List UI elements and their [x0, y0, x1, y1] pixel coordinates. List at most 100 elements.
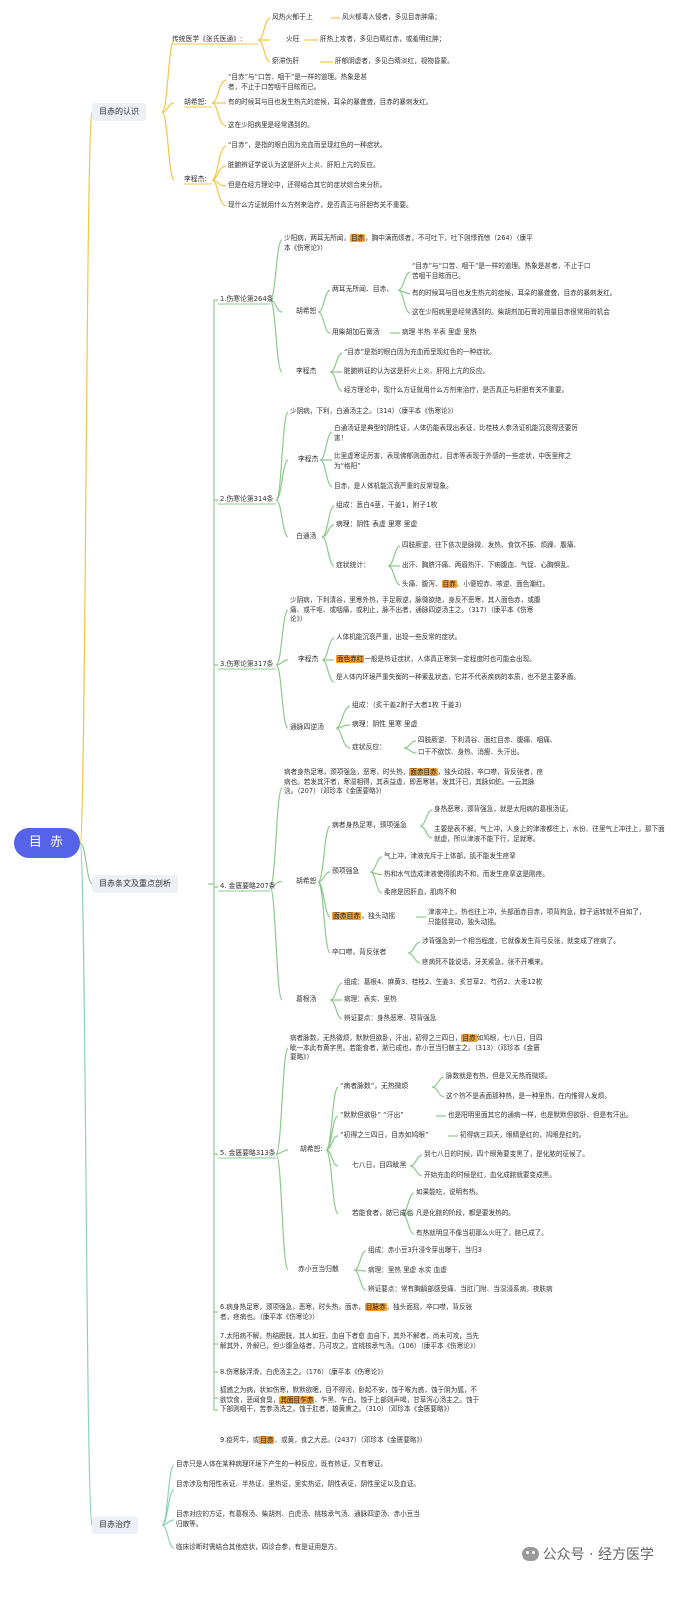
item-label: 七八日，目四眦黑 [352, 1161, 407, 1169]
item-text: 有的时候耳与目也发生热亢的症候，耳朵的暴聋聋，目赤的暴刺发红。 [228, 98, 433, 106]
highlight: 目赤 [259, 1436, 275, 1444]
item-label: “默默但欲卧” “汗出” [340, 1111, 404, 1119]
sub-label: 通脉四逆汤 [290, 723, 324, 731]
clause-paragraph: 6.病身热足寒，颈项强急，恶寒，时头热，面赤，目脉赤，独头面摇，卒口噤，背反张者… [220, 1303, 473, 1321]
detail: 四肢厥逆，往下依次是脉微、发热、食饮不振、烦躁、腹痛、 [402, 541, 581, 549]
item-text: “目赤”是指的眼白因为充血而呈现红色的一种症状。 [344, 348, 496, 356]
item-label: 病者身热足寒，颈项强急 [332, 821, 407, 829]
item-text: 经方理论中，现什么方证就用什么方剂来治疗，是否真正与肝胆有关不重要。 [344, 386, 569, 394]
detail: 凡是化脓的阶段，都是要发热的。 [416, 1209, 515, 1217]
sub-label: 赤小豆当归散 [298, 1265, 339, 1273]
item-label: 卒口噤，背反张者 [332, 948, 387, 956]
highlight: 面色赤红 [336, 655, 365, 663]
item-label: 病理：阴性 表虚 里寒 里虚 [336, 520, 418, 528]
item-text: 肝郁阴虚者，多见白睛淡红，视物昏蒙。 [335, 57, 454, 65]
detail: 如果能吃，说明有热。 [416, 1188, 482, 1196]
detail: 脉数就是有热，但是又无热而微烦。 [446, 1072, 552, 1080]
section-title[interactable]: 1.伤寒论第264条 [220, 295, 274, 303]
item-text: “目赤”，是指的眼白因为充血而呈现红色的一种症状。 [228, 141, 387, 149]
group-traditional: 传统医学《张氏医通》: [172, 35, 243, 43]
item-text: 组成：赤小豆3升浸令芽出曝干，当归3 [368, 1246, 482, 1254]
sub-label: 葛根汤 [296, 995, 317, 1003]
item-label: 症状统计： [336, 561, 370, 569]
detail: 涉背强急到一个相当程度，它就像发生背弓反张，就变成了痉病了。 [422, 937, 620, 945]
sub-label: 李程杰 [298, 655, 319, 663]
wechat-icon [521, 1547, 539, 1561]
highlight: 面赤目赤 [332, 912, 362, 920]
item-text: 病理：表实、里热 [344, 995, 397, 1003]
sub-label: 胡希恕 [296, 877, 317, 885]
item-label: 组成：（炙干姜2附子大者1枚 干姜3） [352, 701, 466, 709]
clause-quote: 病者脉数，无热微烦，默默但欲卧，汗出，初得之三四日，目赤如鸠眼，七八日，目四眦一… [290, 1034, 543, 1062]
item-label: “初得之三四日，目赤如鸠眼” [340, 1131, 429, 1139]
item-label: 火旺 [286, 35, 300, 43]
clause-paragraph: 7.太阳病不解，热结膀胱，其人如狂，血自下者愈 血自下，其外不解者，尚未可攻，当… [220, 1332, 480, 1350]
highlight: 目赤 [349, 234, 366, 242]
sub-label: 白通汤 [296, 532, 317, 540]
item-text: 风火郁毒入侵者，多见目赤肿痛； [342, 13, 441, 21]
detail: 这个热不是表面那种热，是一种里热，在内惟得人发烦。 [446, 1092, 611, 1100]
highlight: 其面目乍赤 [279, 1395, 315, 1404]
detail: 四肢厥逆、下利清谷、面红目赤、腹痛、咽痛、 [418, 736, 557, 744]
detail: 身热恶寒，颈背强急，就是太阳病的葛根汤证。 [434, 805, 573, 813]
item-text: 比里虚寒证厉害，表现佛郁则面赤红，目赤等表现于外感的一些症状，中医里称之为“格阳… [334, 452, 572, 470]
item-label: 风热火郁于上 [272, 13, 313, 21]
clause-paragraph: 狐惑之为病，状如伤寒，默默欲眠，目不得闭，卧起不安，蚀于喉为惑，蚀于阴为狐，不欲… [220, 1386, 480, 1414]
item-label: 用柴胡加石膏汤 [332, 328, 380, 336]
item-label: 瘀滞伤肝 [272, 57, 300, 65]
item-text: “目赤”与“口苦、咽干”是一样的道理。热象是甚者，不止于口苦咽干目眩而已。 [228, 73, 367, 91]
clause-paragraph: 8.伤寒脉浮滑，白虎汤主之。（176）（康平本《伤寒论》） [220, 1368, 388, 1376]
detail: 柔痉是因肝血，肌肉不和 [384, 888, 457, 896]
item-label: 症状反应： [352, 743, 386, 751]
detail: 出汗、胸脐汗痛、两眉热汗、下痢腹血、气促、心胸惧乱、 [402, 561, 574, 569]
item-text: 临床诊断时需结合其他症状，四诊合参，有是证用是方。 [176, 1543, 341, 1551]
detail: 主要是表不解，气上冲，人身上的津液都往上，水份、往里气上冲往上，那下面就虚，所以… [434, 825, 665, 843]
detail: 热和水气造成津液使得肌肉不和，而发生痉挛这是刚痉。 [384, 870, 549, 878]
detail: 口干不欲饮、身热、消瘦、头汗出。 [418, 748, 524, 756]
item-label: 颈项强急 [332, 867, 360, 875]
detail: 头痛、腹泻、目赤、小便短赤、咳逆、面色潮红。 [402, 580, 550, 588]
item-text: 目赤只是人体在某种病理环境下产生的一种反应，既有热证，又有寒证。 [176, 1460, 387, 1468]
section-title[interactable]: 5. 金匮要略313条 [220, 1149, 276, 1157]
clause-quote: 少阴病，下利，白通汤主之。（314）（康平本《伤寒论》） [290, 407, 458, 415]
item-text: 面色赤红一般是热证症状，人体真正寒到一定程度时也可能会出现。 [336, 655, 536, 663]
detail: 也是阳明里面其它的通病一样，也是默默但欲卧、但是有汗出。 [448, 1111, 633, 1119]
detail: 有的时候耳与目也发生热亢的症候，耳朵的暴聋聋，目赤的暴刺发红。 [412, 289, 617, 297]
item-label: 组成：葱白4茎，干姜1，附子1枚 [336, 501, 438, 509]
clause-quote: 少阳病，两耳无所闻，目赤，胸中满而烦者，不可吐下，吐下则悸而惊（264）（康平本… [284, 234, 533, 252]
item-label: 面赤目赤，独头动摇 [332, 912, 396, 920]
clause-quote: 少阴病，下利清谷，里寒外热，手足厥逆，脉微欲绝，身反不恶寒，其人面色赤，或腹痛、… [290, 596, 541, 624]
section-title[interactable]: 2.伤寒论第314条 [220, 495, 274, 503]
detail: 痉病死不能说话，牙关紧急，张不开嘴来。 [422, 958, 548, 966]
section-title[interactable]: 4. 金匮要略207条 [220, 882, 276, 890]
root-node[interactable]: 目 赤 [14, 828, 80, 858]
item-text: 这在少阳病里是经常遇到的。 [228, 121, 314, 129]
item-text: 现什么方证就用什么方剂来治疗，是否真正与肝胆有关不重要。 [228, 201, 413, 209]
item-text: 脏腑辨证的认为这是肝火上炎、肝阳上亢的反应。 [344, 367, 490, 375]
detail: 初得病三四天，眼睛是红的，鸠眼是红的。 [460, 1131, 586, 1139]
item-text: 肝热上攻者，多见白睛红赤，或羞明红肿； [320, 35, 446, 43]
detail: 开始充血的时候是红，血化成脓就要变成黑。 [424, 1171, 556, 1179]
item-text: 但是在经方理论中，还得结合其它的症状综合来分析。 [228, 181, 387, 189]
item-text: 脏腑辨证学说认为这是肝火上炎、肝阳上亢的反应。 [228, 161, 380, 169]
branch-clauses[interactable]: 目赤条文及重点剖析 [92, 875, 178, 893]
detail: 津液冲上，热也往上冲，头部面赤目赤，项背拘急，脖子运转就不自如了，只能摇晃动，独… [428, 908, 646, 926]
branch-treatment[interactable]: 目赤治疗 [92, 1516, 138, 1534]
item-label: 若能食者，脓已成也 [352, 1209, 414, 1217]
item-label: 病理：阴性 里寒 里虚 [352, 720, 418, 728]
detail: “目赤”与“口苦、咽干”是一样的道理。热象是甚者，不止于口苦咽干目眩而已。 [412, 262, 591, 280]
sub-label: 李程杰 [298, 455, 319, 463]
item-text: 目赤，是人体机能沉衰严重的反常现象。 [334, 482, 453, 490]
item-text: 目赤涉及有阳性表证、半热证、里热证，里实热证，阴性表证，阴性里证以及血证。 [176, 1480, 420, 1488]
highlight: 目赤 [461, 1034, 477, 1042]
group-huxishu: 胡希恕: [184, 98, 207, 106]
section-title[interactable]: 3.伤寒论第317条 [220, 660, 274, 668]
item-label: “病者脉数”，无热微烦 [340, 1082, 409, 1090]
item-text: 组成：葛根4、麻黄3、桂枝2、生姜3、炙甘草2、芍药2、大枣12枚 [344, 978, 543, 986]
highlight: 目赤 [441, 580, 457, 588]
clause-paragraph: 9.疫死牛，或目赤、或黄，食之大忌。（2437）（邓珍本《金匮要略》） [220, 1436, 427, 1444]
branch-recognition[interactable]: 目赤的认识 [92, 103, 146, 121]
detail: 这在少阳病里是经常遇到的。柴胡剂加石膏的用量目赤很常用的机会 [412, 308, 610, 316]
detail: 病理 半热 半表 里虚 里热 [402, 328, 477, 336]
highlight: 目脉赤 [364, 1303, 387, 1311]
